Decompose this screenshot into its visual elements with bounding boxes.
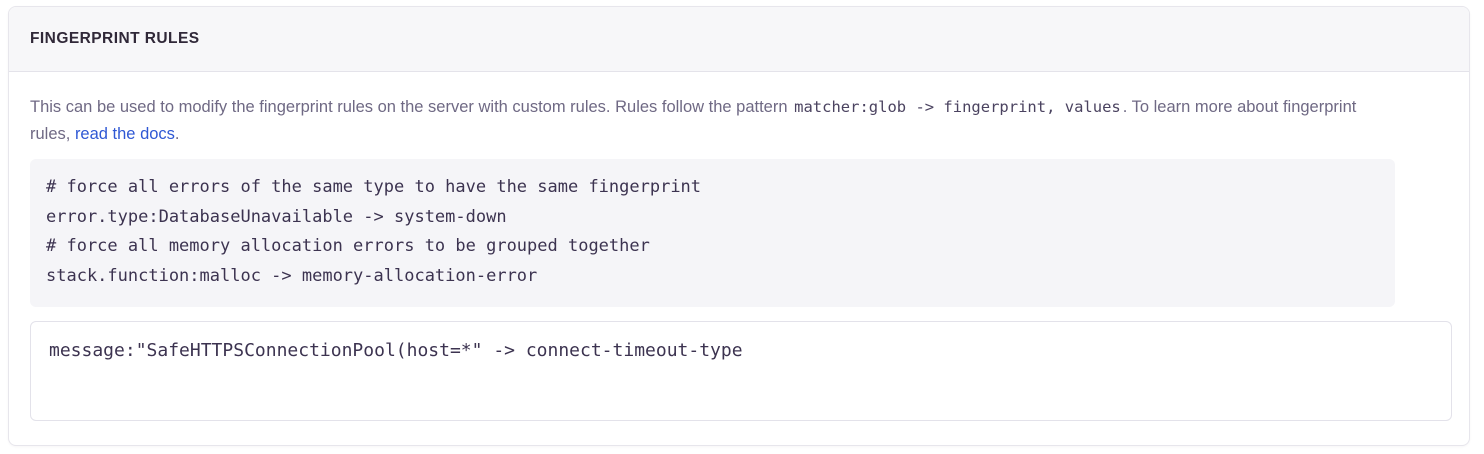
description-part-before-code: This can be used to modify the fingerpri…: [30, 98, 793, 116]
inline-code-pattern: matcher:glob -> fingerprint, values: [794, 98, 1121, 116]
fingerprint-rules-input[interactable]: [30, 321, 1452, 421]
description-text: This can be used to modify the fingerpri…: [30, 94, 1375, 148]
description-part-after-code: . To learn more about fingerprint rules,: [30, 98, 1357, 143]
page-title: FINGERPRINT RULES: [30, 30, 200, 47]
card-body: This can be used to modify the fingerpri…: [9, 72, 1469, 421]
fingerprint-rules-card: FINGERPRINT RULES This can be used to mo…: [8, 6, 1470, 446]
description-trailing-period: .: [174, 125, 180, 143]
card-header: FINGERPRINT RULES: [9, 7, 1469, 72]
read-the-docs-link[interactable]: read the docs: [74, 125, 175, 143]
example-rules-code-block: # force all errors of the same type to h…: [30, 159, 1395, 307]
